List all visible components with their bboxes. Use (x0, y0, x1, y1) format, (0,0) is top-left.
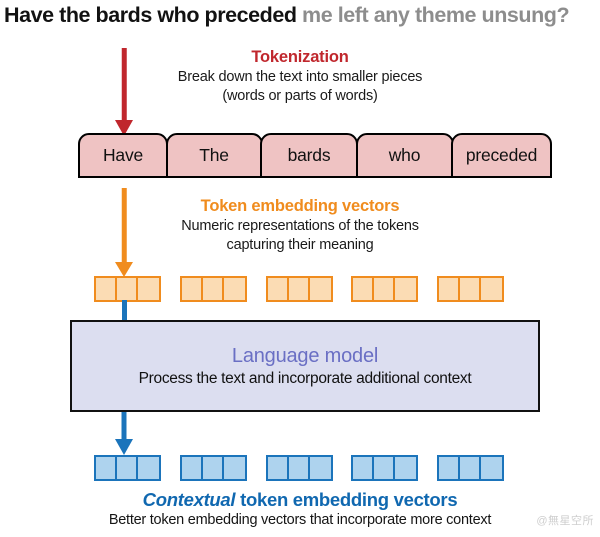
token-embedding-sub-line-2: capturing their meaning (226, 237, 374, 253)
tokenization-sub-line-2: (words or parts of words) (222, 88, 378, 104)
vector-cell (223, 457, 245, 479)
vector-cell (181, 278, 203, 300)
contextual-embedding-vector-group (179, 455, 247, 481)
vector-cell (267, 457, 289, 479)
vector-cell (439, 278, 460, 300)
vector-cell (117, 278, 138, 300)
page-title-muted: me left any theme unsung? (296, 3, 570, 27)
page-title: Have the bards who preceded me left any … (4, 0, 600, 30)
tokenization-sub-line-1: Break down the text into smaller pieces (177, 69, 423, 85)
contextual-embedding-heading: Contextual token embedding vectors (0, 488, 600, 511)
out-of-model-arrow (112, 412, 136, 455)
vector-cell (481, 457, 502, 479)
vector-cell (267, 278, 289, 300)
token-embedding-vector-group (265, 276, 333, 302)
vector-cell (374, 457, 396, 479)
token-label: bards (287, 145, 331, 165)
out-of-model-arrow-shaft (121, 412, 127, 440)
watermark: @無星空所 (536, 515, 594, 527)
token-embedding-vector-group (179, 276, 247, 302)
token-label: The (199, 145, 229, 165)
embedding-arrow-head (115, 262, 133, 277)
vector-cell (202, 457, 224, 479)
language-model-heading: Language model (231, 344, 379, 367)
vector-cell (181, 457, 203, 479)
language-model-box: Language model Process the text and inco… (70, 320, 540, 412)
page-title-highlighted: Have the bards who preceded (4, 3, 297, 27)
vector-cell (309, 457, 331, 479)
vector-cell (288, 457, 310, 479)
token-row: Have The bards who preceded (78, 133, 552, 178)
contextual-embedding-vector-group (265, 455, 333, 481)
tokenization-arrow-head (115, 120, 133, 136)
vector-cell (353, 457, 375, 479)
contextual-embedding-vector-row (94, 455, 504, 481)
embedding-arrow (112, 188, 136, 277)
token-box: The (165, 133, 263, 178)
vector-cell (439, 457, 460, 479)
vector-cell (138, 278, 159, 300)
vector-cell (96, 457, 117, 479)
vector-cell (202, 278, 224, 300)
token-label: who (388, 145, 421, 165)
vector-cell (96, 278, 117, 300)
token-embedding-sub-line-1: Numeric representations of the tokens (181, 218, 419, 234)
tokenization-caption: Tokenization Break down the text into sm… (0, 47, 600, 106)
token-embedding-vector-group (351, 276, 419, 302)
out-of-model-arrow-head (115, 439, 133, 455)
token-embedding-vector-row (94, 276, 504, 302)
contextual-embedding-vector-group (94, 455, 161, 481)
vector-cell (481, 278, 502, 300)
token-box: bards (260, 133, 358, 178)
embedding-arrow-shaft (121, 188, 127, 263)
vector-cell (395, 278, 417, 300)
vector-cell (117, 457, 138, 479)
contextual-embedding-heading-rest: token embedding vectors (235, 489, 458, 510)
vector-cell (138, 457, 159, 479)
token-embedding-caption: Token embedding vectors Numeric represen… (0, 196, 600, 255)
vector-cell (309, 278, 331, 300)
tokenization-arrow-shaft (121, 48, 127, 121)
contextual-embedding-vector-group (351, 455, 419, 481)
vector-cell (288, 278, 310, 300)
contextual-embedding-sub-line-1: Better token embedding vectors that inco… (108, 512, 492, 528)
contextual-embedding-heading-italic: Contextual (142, 489, 236, 510)
vector-cell (353, 278, 375, 300)
contextual-embedding-vector-group (437, 455, 504, 481)
tokenization-heading: Tokenization (251, 48, 349, 66)
token-box: who (355, 133, 454, 178)
vector-cell (374, 278, 396, 300)
vector-cell (223, 278, 245, 300)
token-box: Have (78, 133, 168, 178)
vector-cell (395, 457, 417, 479)
contextual-embedding-caption: Contextual token embedding vectors Bette… (0, 488, 600, 530)
tokenization-arrow (112, 48, 136, 136)
token-embedding-vector-group (94, 276, 161, 302)
token-label: preceded (465, 145, 538, 165)
vector-cell (460, 278, 481, 300)
into-model-arrow (122, 300, 127, 320)
token-embedding-heading: Token embedding vectors (200, 197, 400, 215)
token-box: preceded (451, 133, 552, 178)
vector-cell (460, 457, 481, 479)
token-label: Have (102, 145, 144, 165)
token-embedding-vector-group (437, 276, 504, 302)
language-model-sub-line-1: Process the text and incorporate additio… (138, 369, 472, 387)
